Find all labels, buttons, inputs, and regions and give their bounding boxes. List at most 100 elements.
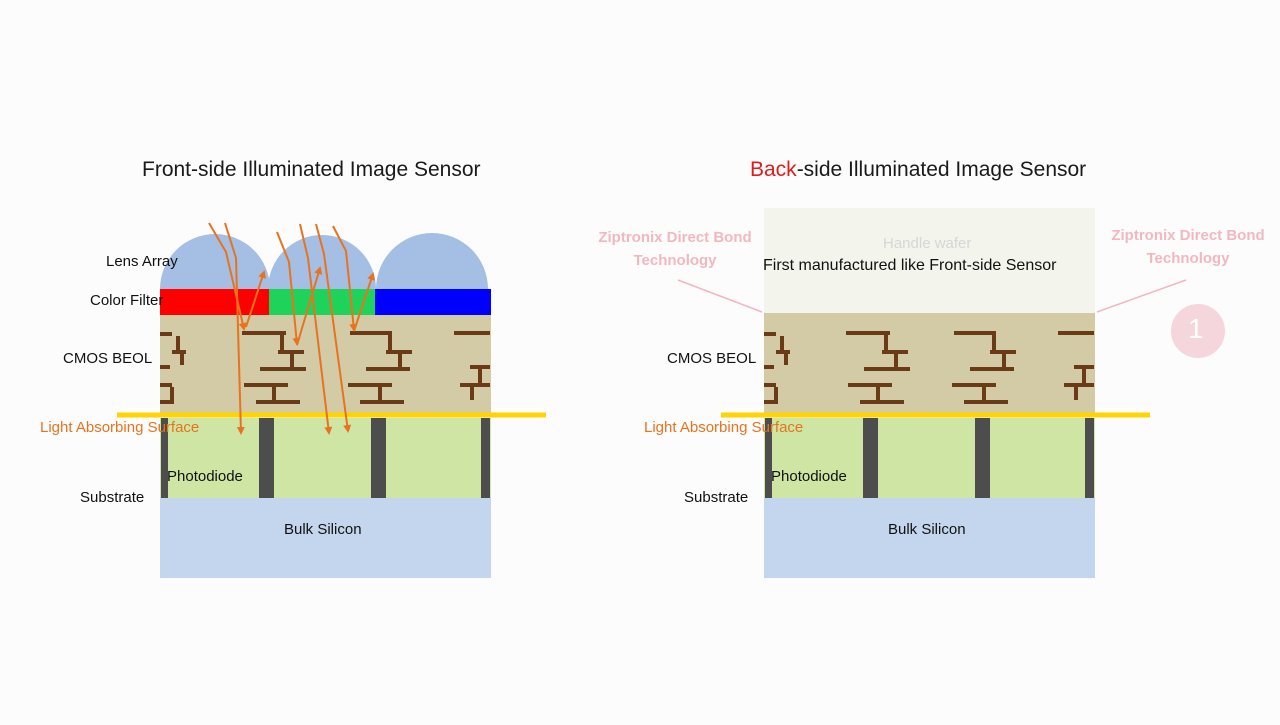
- wiring-segment: [256, 400, 300, 404]
- step-badge-circle: [1171, 304, 1225, 358]
- back-photodiode-region: [764, 418, 1095, 498]
- back-bulk-silicon-label: Bulk Silicon: [888, 521, 966, 538]
- wiring-segment: [378, 387, 382, 400]
- wiring-segment: [1064, 383, 1094, 387]
- back-handle-wafer: [764, 208, 1095, 313]
- bond-pointer-right: [1096, 279, 1187, 313]
- color-filter-red: [160, 289, 269, 315]
- wiring-segment: [764, 383, 776, 387]
- front-wiring: [160, 331, 490, 404]
- wiring-segment: [992, 335, 996, 350]
- wiring-segment: [970, 367, 1014, 371]
- wiring-segment: [1082, 369, 1086, 383]
- wiring-segment: [180, 354, 184, 365]
- front-title: Front-side Illuminated Image Sensor: [142, 158, 481, 181]
- back-bulk-silicon: [764, 498, 1095, 578]
- lens-3: [376, 233, 488, 289]
- wiring-segment: [350, 331, 392, 335]
- front-cmos-beol-label: CMOS BEOL: [63, 350, 153, 367]
- wiring-segment: [1002, 354, 1006, 367]
- wiring-segment: [366, 367, 410, 371]
- wiring-segment: [280, 335, 284, 350]
- wiring-segment: [160, 383, 172, 387]
- handle-wafer-label: Handle wafer: [883, 235, 972, 252]
- front-photodiode-region: [160, 418, 491, 498]
- wiring-segment: [170, 387, 174, 400]
- lens-1: [160, 234, 270, 289]
- wiring-segment: [990, 350, 1016, 354]
- wiring-segment: [160, 400, 174, 404]
- back-title: Back-side Illuminated Image Sensor: [750, 158, 1086, 182]
- wiring-segment: [1074, 387, 1078, 400]
- arrow-ray-icon: [208, 222, 375, 435]
- wiring-segment: [478, 369, 482, 383]
- wiring-segment: [388, 335, 392, 350]
- bond-label-right: Ziptronix Direct Bond Technology: [1111, 227, 1265, 267]
- wiring-segment: [776, 350, 790, 354]
- front-isolation-walls: [161, 418, 490, 498]
- color-filter-label: Color Filter: [90, 292, 164, 309]
- back-cmos-beol: [764, 313, 1095, 416]
- front-color-filter: [160, 289, 491, 315]
- wiring-segment: [846, 331, 890, 335]
- wiring-segment: [454, 331, 490, 335]
- front-bulk-silicon: [160, 498, 491, 578]
- wiring-segment: [784, 354, 788, 365]
- back-cmos-beol-label: CMOS BEOL: [667, 350, 757, 367]
- back-title-highlight: Back: [750, 158, 797, 181]
- wiring-segment: [884, 335, 888, 350]
- lens-array-label: Lens Array: [106, 253, 178, 270]
- wiring-segment: [360, 400, 404, 404]
- wiring-segment: [386, 350, 412, 354]
- wiring-segment: [860, 400, 904, 404]
- wiring-segment: [348, 383, 392, 387]
- wiring-segment: [764, 365, 774, 369]
- front-photodiode-label: Photodiode: [167, 468, 243, 485]
- front-light-absorbing-label: Light Absorbing Surface: [40, 419, 200, 436]
- wiring-segment: [894, 354, 898, 367]
- back-isolation-walls: [765, 418, 1094, 498]
- wiring-segment: [1058, 331, 1094, 335]
- wiring-segment: [278, 350, 304, 354]
- wiring-segment: [1074, 365, 1094, 369]
- wiring-segment: [460, 383, 490, 387]
- wiring-segment: [774, 387, 778, 400]
- wiring-segment: [864, 367, 910, 371]
- wiring-segment: [964, 400, 1008, 404]
- color-filter-green: [269, 289, 375, 315]
- wiring-segment: [176, 336, 180, 350]
- wiring-segment: [160, 365, 170, 369]
- wiring-segment: [470, 387, 474, 400]
- wiring-segment: [882, 350, 908, 354]
- back-sensor: [677, 208, 1225, 578]
- wiring-segment: [242, 331, 286, 335]
- wiring-segment: [952, 383, 996, 387]
- bond-pointer-left: [677, 279, 763, 313]
- back-title-rest: -side Illuminated Image Sensor: [796, 158, 1087, 181]
- back-substrate-label: Substrate: [684, 489, 749, 506]
- step-badge-number: 1: [1188, 313, 1204, 344]
- wiring-segment: [780, 336, 784, 350]
- wiring-segment: [398, 354, 402, 367]
- wiring-segment: [272, 387, 276, 400]
- bond-label-left: Ziptronix Direct Bond Technology: [598, 229, 752, 269]
- wiring-segment: [982, 387, 986, 400]
- back-wiring: [764, 331, 1094, 404]
- wiring-segment: [764, 400, 778, 404]
- wiring-segment: [172, 350, 186, 354]
- front-sensor: [117, 222, 546, 578]
- wiring-segment: [290, 354, 294, 367]
- wiring-segment: [260, 367, 306, 371]
- wiring-segment: [244, 383, 288, 387]
- color-filter-blue: [375, 289, 491, 315]
- wiring-segment: [160, 332, 172, 336]
- wiring-segment: [954, 331, 996, 335]
- wiring-segment: [764, 332, 776, 336]
- front-substrate-label: Substrate: [80, 489, 145, 506]
- back-photodiode-label: Photodiode: [771, 468, 847, 485]
- front-bulk-silicon-label: Bulk Silicon: [284, 521, 362, 538]
- back-light-absorbing-label: Light Absorbing Surface: [644, 419, 804, 436]
- wiring-segment: [876, 387, 880, 400]
- wiring-segment: [848, 383, 892, 387]
